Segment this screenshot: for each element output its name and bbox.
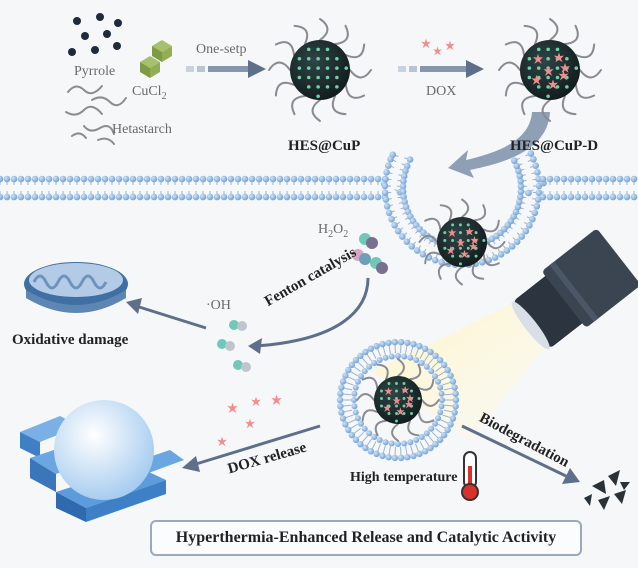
label-dox: DOX xyxy=(426,84,457,99)
label-hydroxyl: ·OH xyxy=(206,298,231,313)
dox-release-arrow xyxy=(182,424,321,472)
hescup-d-nanoparticle-icon xyxy=(498,18,602,122)
label-hescup-d: HES@CuP-D xyxy=(510,138,599,154)
thermometer-icon xyxy=(461,451,479,501)
dox-stars-icon xyxy=(421,38,455,56)
fenton-arrow xyxy=(255,277,370,348)
hetastarch-chains-icon xyxy=(65,85,127,145)
cucl2-crystals-icon xyxy=(140,40,172,78)
one-step-arrow xyxy=(186,60,266,78)
oxidative-arrow xyxy=(126,298,207,330)
nucleus-icon xyxy=(54,400,154,500)
fenton-arrow-head xyxy=(248,338,262,354)
dox-loading-arrow xyxy=(398,60,484,78)
laser-device-icon xyxy=(511,229,638,350)
degraded-fragments-icon xyxy=(584,470,630,510)
biodegradation-arrow xyxy=(461,424,580,484)
cell-membrane xyxy=(0,150,638,269)
hescup-nanoparticle-icon xyxy=(268,18,372,122)
mitochondria-icon xyxy=(24,262,128,313)
caption-text: Hyperthermia-Enhanced Release and Cataly… xyxy=(175,529,557,546)
label-cucl2: CuCl2 xyxy=(132,84,167,102)
hydroxyl-radicals-icon xyxy=(217,320,251,372)
endocytosed-nanoparticle-icon xyxy=(418,198,506,286)
label-pyrrole: Pyrrole xyxy=(74,64,116,79)
label-hetastarch: Hetastarch xyxy=(112,122,172,137)
pyrrole-molecules-icon xyxy=(68,13,122,56)
label-hescup: HES@CuP xyxy=(288,138,361,154)
h2o2-molecules-icon xyxy=(352,233,388,274)
vesicle xyxy=(336,338,460,462)
label-oxidative-damage: Oxidative damage xyxy=(12,332,129,348)
label-high-temperature: High temperature xyxy=(350,470,458,485)
released-dox-icon xyxy=(217,394,282,447)
light-beam xyxy=(372,300,560,440)
uptake-arrow xyxy=(448,112,550,178)
label-h2o2: H2O2 xyxy=(318,222,349,240)
label-one-step: One-setp xyxy=(196,42,247,57)
vesicle-nanoparticle-icon xyxy=(356,358,440,442)
caption-box: Hyperthermia-Enhanced Release and Cataly… xyxy=(150,520,582,556)
